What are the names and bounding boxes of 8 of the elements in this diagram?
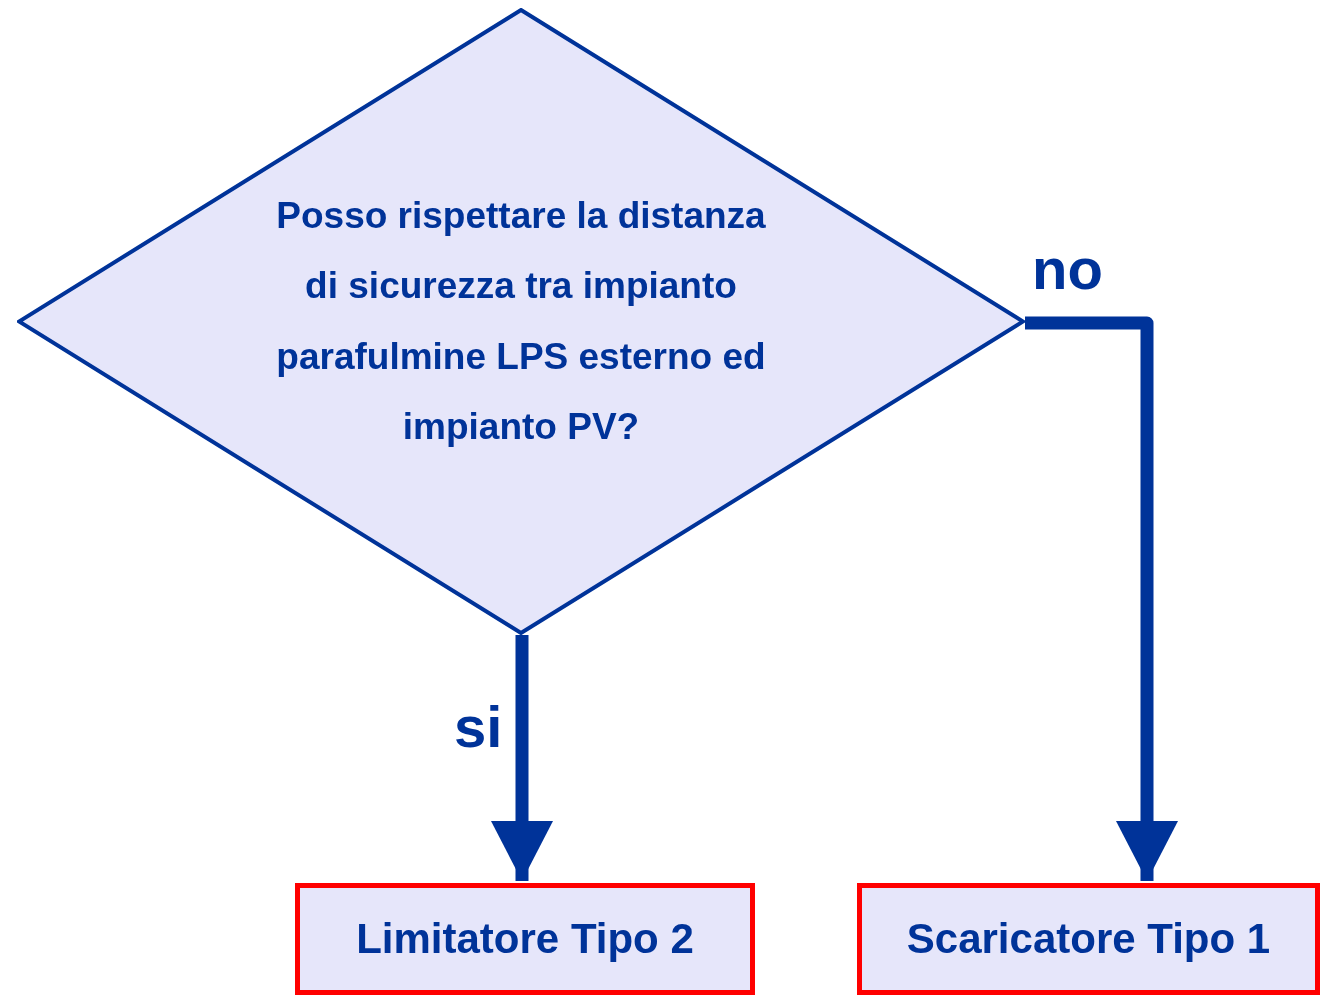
process-box — [295, 883, 755, 995]
decision-text: Posso rispettare la distanza di sicurezza tra impianto parafulmine LPS esterno ed impianto PV? — [275, 193, 767, 449]
arrow — [491, 635, 553, 881]
decision-diamond — [17, 8, 1025, 635]
box-label: Limitatore Tipo 2 — [356, 913, 694, 964]
box-label: Scaricatore Tipo 1 — [906, 913, 1271, 964]
process-box — [857, 883, 1320, 995]
arrow — [1025, 316, 1178, 881]
